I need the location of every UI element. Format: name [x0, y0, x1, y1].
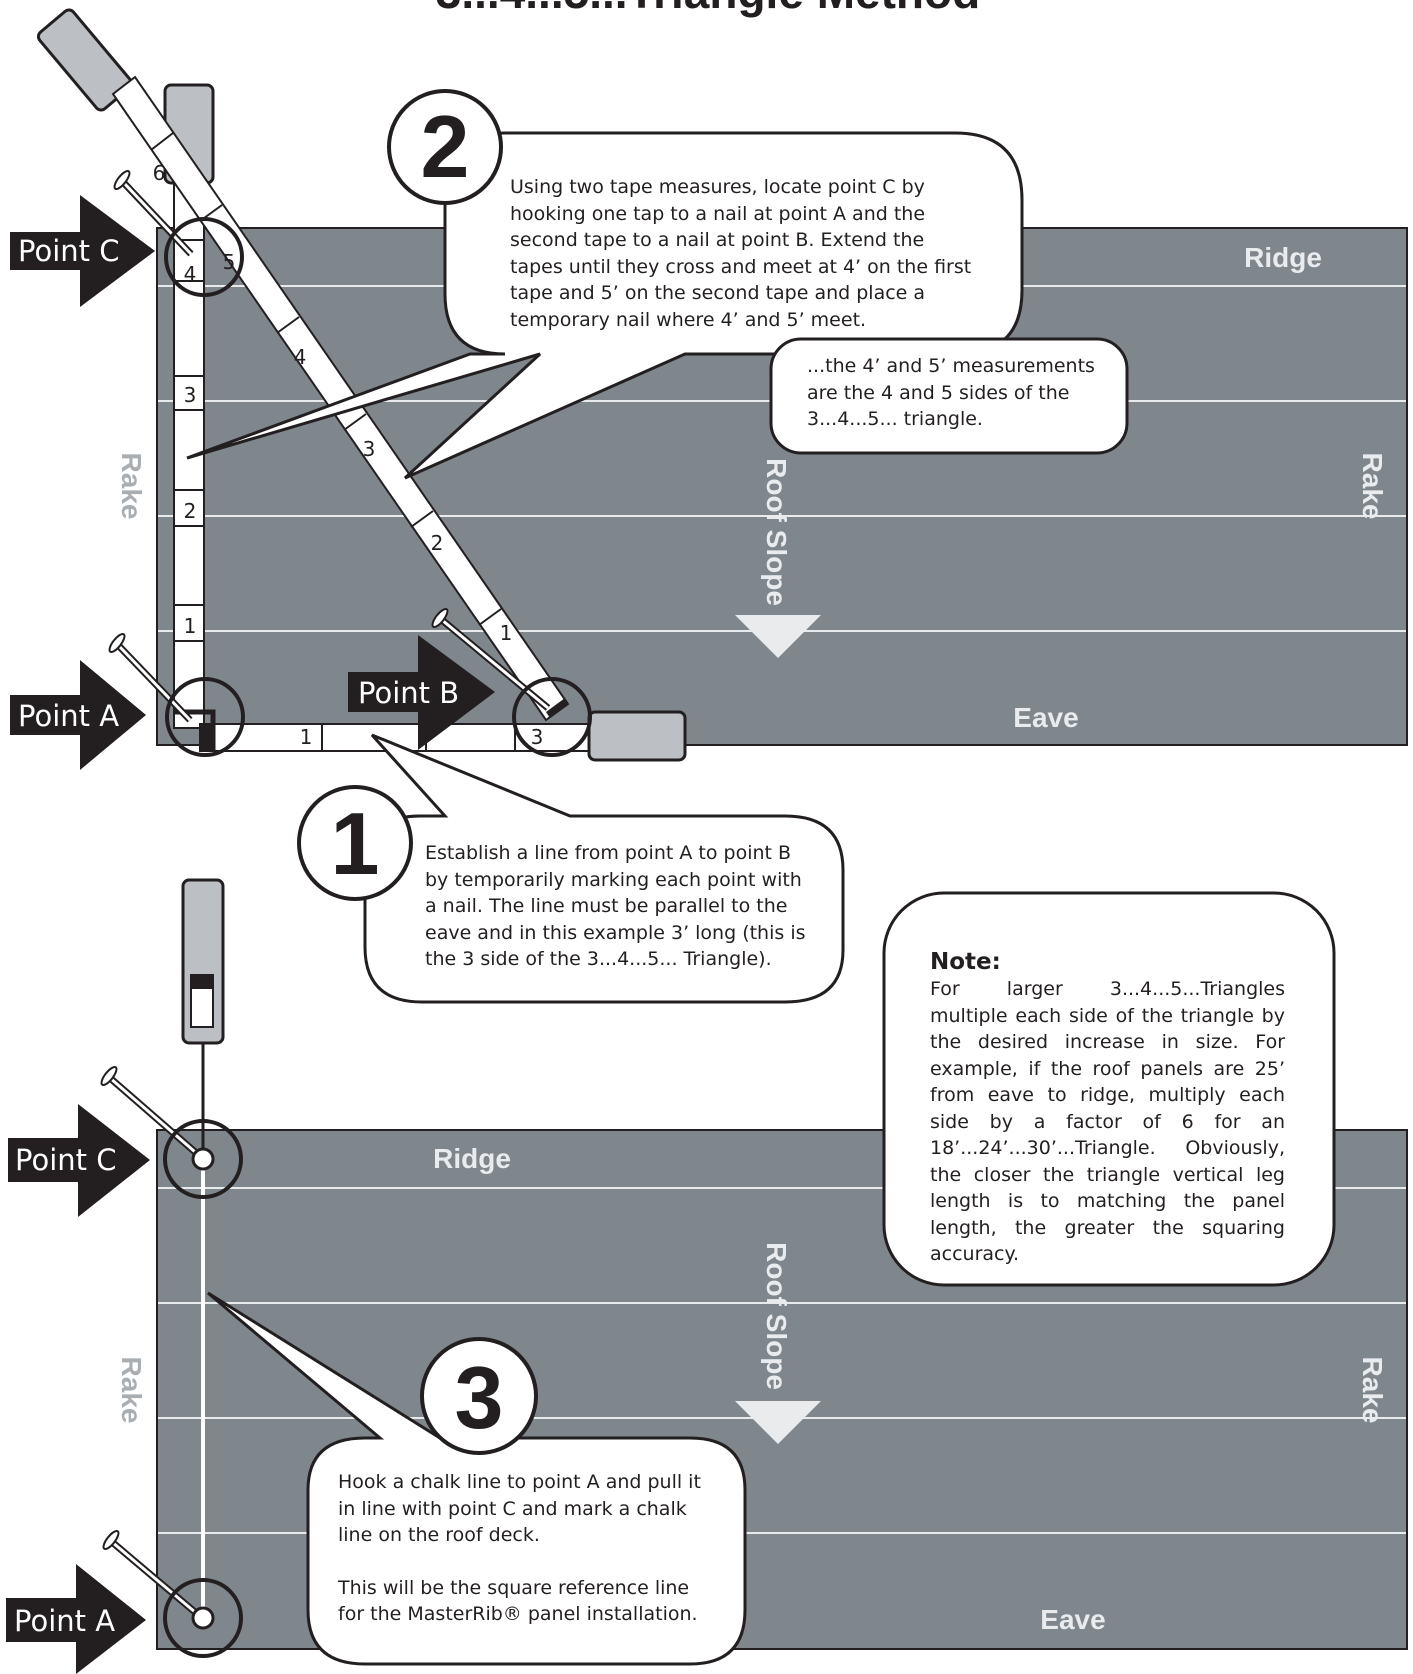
vertical-tape-mark-3: 3	[184, 383, 197, 407]
point-a-nail-head-bottom	[191, 1606, 215, 1630]
vertical-tape-mark-1: 1	[184, 614, 197, 638]
step-1-number: 1	[331, 794, 380, 893]
diagonal-tape-measure	[36, 8, 570, 722]
step-3-number-circle	[420, 1337, 538, 1455]
point-c-arrow-bottom	[8, 1104, 150, 1217]
bottom-roof-slope-label: Roof Slope	[761, 1242, 792, 1390]
step-3-instruction-text: Hook a chalk line to point A and pull it…	[338, 1469, 716, 1628]
note-text: Note: For larger 3...4...5...Triangles m…	[930, 948, 1285, 1268]
diagonal-tape-mark-1: 1	[500, 621, 513, 645]
note-callout-bubble	[882, 891, 1336, 1287]
step-3-paragraph-b: This will be the square reference line f…	[338, 1576, 698, 1626]
horizontal-tape-mark-1: 1	[300, 725, 313, 749]
point-c-label-top: Point C	[18, 234, 119, 268]
diagonal-tape-mark-2: 2	[431, 531, 444, 555]
top-eave-label: Eave	[1013, 702, 1078, 733]
bottom-eave-label: Eave	[1040, 1604, 1105, 1635]
nail-point-c-top	[113, 169, 194, 257]
step-2b-callout-bubble	[769, 337, 1129, 455]
point-b-label-top: Point B	[358, 676, 459, 710]
step-3-number: 3	[455, 1348, 504, 1447]
bottom-ridge-label: Ridge	[433, 1143, 511, 1174]
vertical-tape-mark-4: 4	[184, 262, 197, 286]
diagonal-tape-mark-4: 4	[294, 345, 307, 369]
point-b-arrow-top	[348, 635, 495, 750]
bottom-right-rake-label: Rake	[1357, 1357, 1388, 1424]
nail-point-b-top	[431, 607, 551, 711]
diagonal-tape-mark-3: 3	[363, 437, 376, 461]
step-1-number-circle	[297, 785, 413, 901]
point-a-arrow-bottom	[6, 1564, 146, 1674]
point-a-arrow-top	[10, 660, 146, 770]
nail-point-a-top	[108, 632, 193, 723]
diagonal-tape-mark-6: 6	[153, 161, 166, 185]
step-2-number-circle	[387, 89, 503, 205]
step-2-instruction-text: Using two tape measures, locate point C …	[510, 174, 980, 333]
horizontal-tape-mark-3: 3	[531, 725, 544, 749]
step-2b-instruction-text: ...the 4’ and 5’ measurements are the 4 …	[807, 353, 1112, 433]
nail-point-c-bottom	[100, 1065, 205, 1161]
point-c-label-bottom: Point C	[15, 1143, 116, 1177]
top-right-rake-label: Rake	[1357, 453, 1388, 520]
note-title: Note:	[930, 949, 1001, 975]
point-a-circle-top	[165, 677, 245, 757]
bottom-roof-slope-arrow	[735, 1401, 821, 1444]
top-left-rake-label: Rake	[116, 453, 147, 520]
step-3-callout-bubble	[207, 1291, 747, 1666]
step-1-instruction-text: Establish a line from point A to point B…	[425, 840, 815, 973]
step-2b-paragraph: ...the 4’ and 5’ measurements are the 4 …	[807, 355, 1095, 430]
step-2-number: 2	[421, 97, 470, 196]
point-a-label-top: Point A	[18, 699, 119, 733]
chalk-line-reel	[181, 878, 225, 1158]
step-3-paragraph-a: Hook a chalk line to point A and pull it…	[338, 1471, 701, 1546]
step-2-paragraph: Using two tape measures, locate point C …	[510, 176, 972, 331]
vertical-tape-mark-2: 2	[184, 499, 197, 523]
point-b-circle-top	[512, 677, 592, 757]
top-ridge-label: Ridge	[1244, 242, 1322, 273]
step-1-paragraph: Establish a line from point A to point B…	[425, 842, 806, 970]
point-a-label-bottom: Point A	[14, 1604, 115, 1638]
bottom-left-rake-label: Rake	[116, 1357, 147, 1424]
point-c-circle-bottom	[163, 1119, 243, 1199]
point-c-circle-top	[164, 217, 244, 297]
top-roof-slope-arrow	[735, 615, 821, 658]
point-c-nail-head-bottom	[191, 1147, 215, 1171]
diagonal-tape-mark-5: 5	[223, 250, 236, 274]
top-roof-slope-label: Roof Slope	[761, 458, 792, 606]
point-a-circle-bottom	[163, 1578, 243, 1658]
nail-point-a-bottom	[102, 1529, 205, 1621]
note-paragraph: For larger 3...4...5...Triangles multipl…	[930, 978, 1285, 1265]
page-title: 3...4...5...Triangle Method	[436, 0, 980, 18]
point-c-arrow-top	[10, 195, 155, 307]
